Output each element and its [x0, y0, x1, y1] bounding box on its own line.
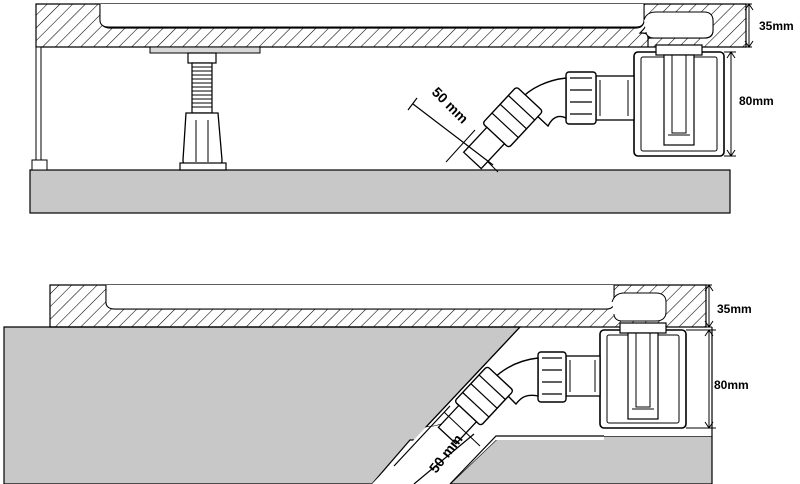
top-angled-connector [462, 87, 543, 170]
top-pipe-label: 50 mm [429, 84, 472, 127]
bottom-tray-label: 35mm [717, 302, 752, 316]
top-waste-trap [633, 44, 725, 157]
bottom-waste-trap [599, 322, 687, 429]
bottom-waste-outlet-recess [611, 292, 667, 322]
top-diagram: 50 mm 35mm 80mm [29, 3, 794, 214]
top-pipe-dimension: 50 mm [407, 84, 499, 173]
top-tray-label: 35mm [759, 19, 794, 33]
top-waste-outlet-recess [643, 11, 714, 39]
bottom-tray-recess [105, 285, 615, 310]
bottom-diagram: 50 mm 35mm 80mm [3, 284, 752, 484]
top-left-support [31, 46, 48, 171]
bottom-chase-outline [425, 326, 713, 484]
top-adjustable-leg [179, 52, 227, 171]
bottom-trap-label: 80mm [714, 378, 749, 392]
top-elbow-bend [519, 77, 567, 128]
top-foot-plate [149, 46, 261, 54]
bottom-elbow-bend [491, 357, 539, 406]
top-tray-recess [99, 4, 645, 28]
bottom-tray-dimension: 35mm [704, 284, 752, 328]
top-trap-label: 80mm [739, 94, 774, 108]
bottom-trap-dimension: 80mm [686, 329, 749, 429]
top-trap-spigot [565, 71, 635, 125]
top-tray-dimension: 35mm [744, 3, 794, 48]
top-trap-dimension: 80mm [724, 51, 774, 157]
top-floor-slab [29, 169, 731, 214]
bottom-trap-spigot [537, 351, 601, 403]
